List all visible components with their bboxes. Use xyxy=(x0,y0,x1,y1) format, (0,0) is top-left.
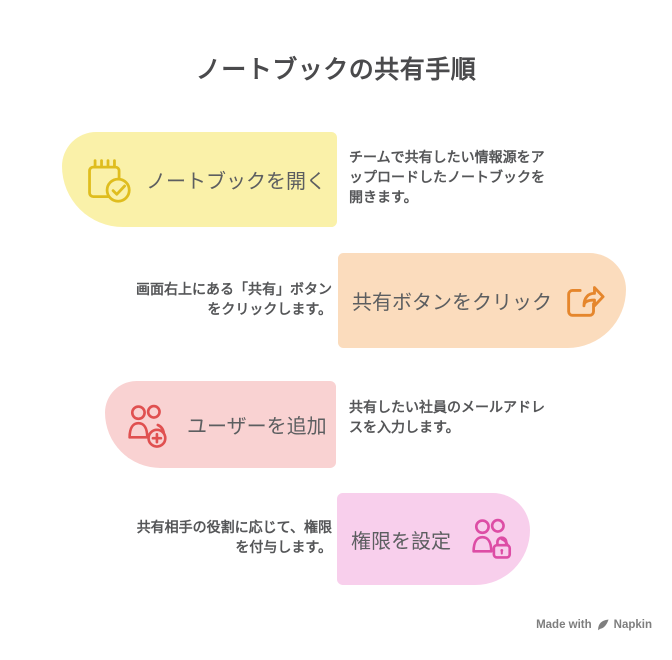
step-3-card: ユーザーを追加 xyxy=(105,381,336,468)
step-2-card: 共有ボタンをクリック xyxy=(338,253,626,348)
watermark-prefix: Made with xyxy=(536,619,592,631)
napkin-pen-icon xyxy=(597,619,609,631)
step-1-description: チームで共有したい情報源をア ップロードしたノートブックを 開きます。 xyxy=(349,149,545,205)
step-1-label: ノートブックを開く xyxy=(146,171,326,193)
step-4-description: 共有相手の役割に応じて、権限 を付与します。 xyxy=(136,519,332,555)
notebook-check-icon xyxy=(84,156,132,204)
step-2-description: 画面右上にある「共有」ボタン をクリックします。 xyxy=(136,281,332,317)
napkin-watermark-link[interactable]: Made with Napkin xyxy=(536,619,652,631)
watermark-brand: Napkin xyxy=(613,619,652,631)
step-4-card: 権限を設定 xyxy=(337,493,530,585)
step-1-card: ノートブックを開く xyxy=(62,132,337,227)
share-arrow-icon xyxy=(561,279,605,323)
add-users-icon xyxy=(127,402,171,448)
step-4-label: 権限を設定 xyxy=(351,530,451,553)
step-3-description: 共有したい社員のメールアドレ スを入力します。 xyxy=(349,399,545,435)
page-title: ノートブックの共有手順 xyxy=(195,56,477,84)
step-2-label: 共有ボタンをクリック xyxy=(352,292,552,314)
users-lock-icon xyxy=(471,516,515,562)
step-3-label: ユーザーを追加 xyxy=(187,416,327,438)
